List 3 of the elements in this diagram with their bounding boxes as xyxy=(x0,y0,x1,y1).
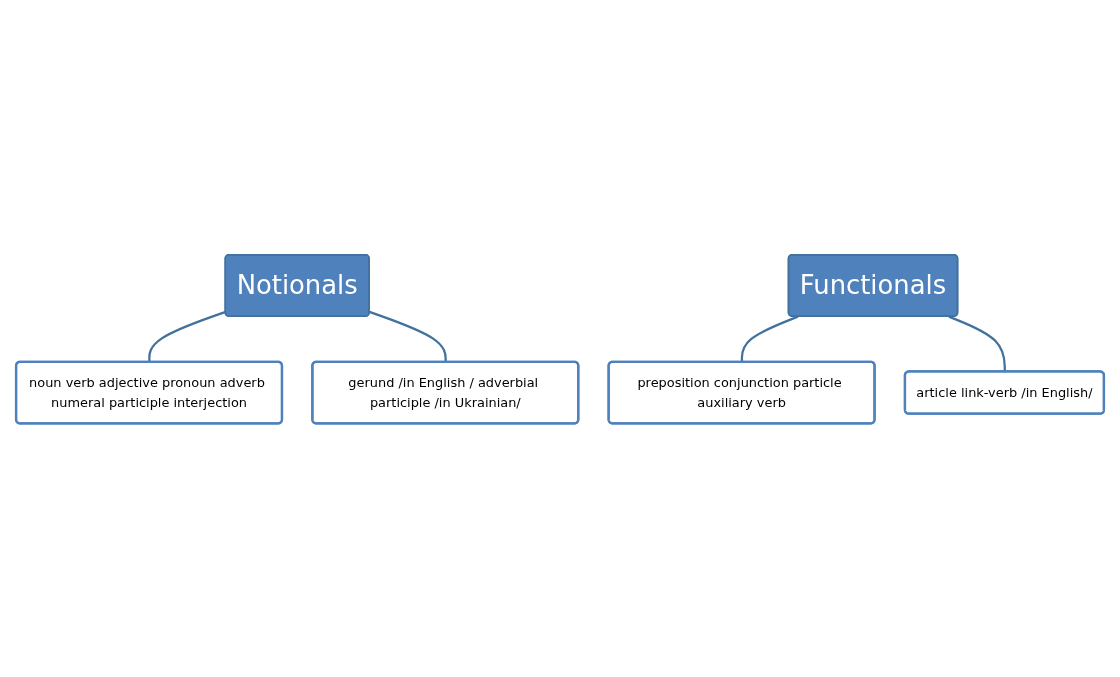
connector xyxy=(740,315,799,362)
connector xyxy=(148,310,226,362)
connector xyxy=(369,310,447,362)
